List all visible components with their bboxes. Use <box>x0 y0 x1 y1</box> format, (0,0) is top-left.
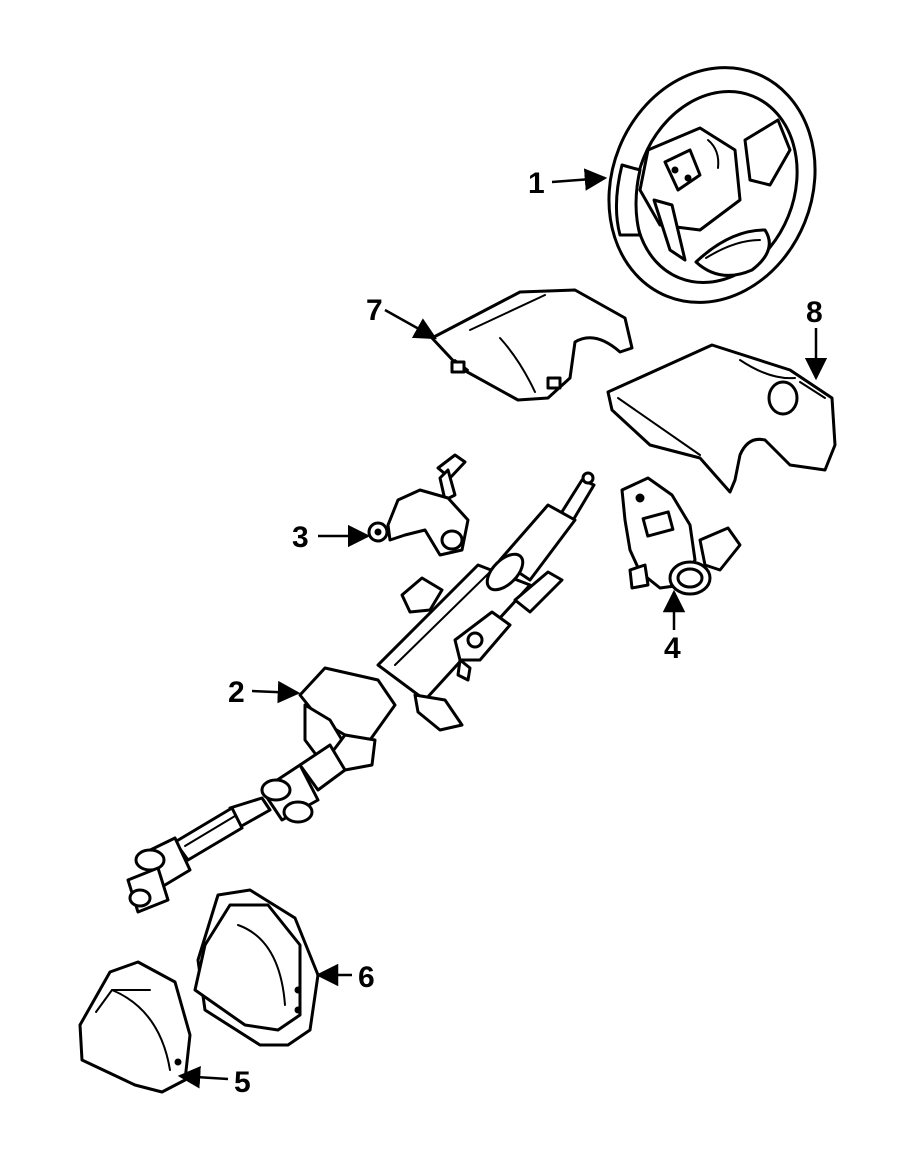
callout-label: 3 <box>292 521 309 554</box>
callout-3: 3 <box>292 521 371 554</box>
lower-column-cover <box>606 343 837 494</box>
steering-wheel <box>607 66 817 304</box>
callout-8: 8 <box>804 296 828 381</box>
callout-label: 7 <box>366 294 383 327</box>
tilt-lever-bracket <box>367 453 470 557</box>
callout-4: 4 <box>662 589 686 665</box>
callout-7: 7 <box>366 294 437 340</box>
callout-label: 6 <box>358 961 375 994</box>
steering-column-assembly <box>126 471 596 914</box>
callout-6: 6 <box>315 961 375 994</box>
upper-column-cover <box>430 288 634 402</box>
callout-5: 5 <box>177 1066 251 1099</box>
callout-label: 8 <box>806 296 823 329</box>
inner-boot <box>78 960 192 1094</box>
callout-1: 1 <box>528 167 608 200</box>
callout-label: 5 <box>234 1066 251 1099</box>
callout-label: 1 <box>528 167 545 200</box>
callout-label: 4 <box>664 632 681 665</box>
callout-label: 2 <box>228 676 245 709</box>
callout-2: 2 <box>228 676 301 709</box>
ignition-lock-housing <box>620 476 742 596</box>
outer-boot <box>193 888 320 1047</box>
